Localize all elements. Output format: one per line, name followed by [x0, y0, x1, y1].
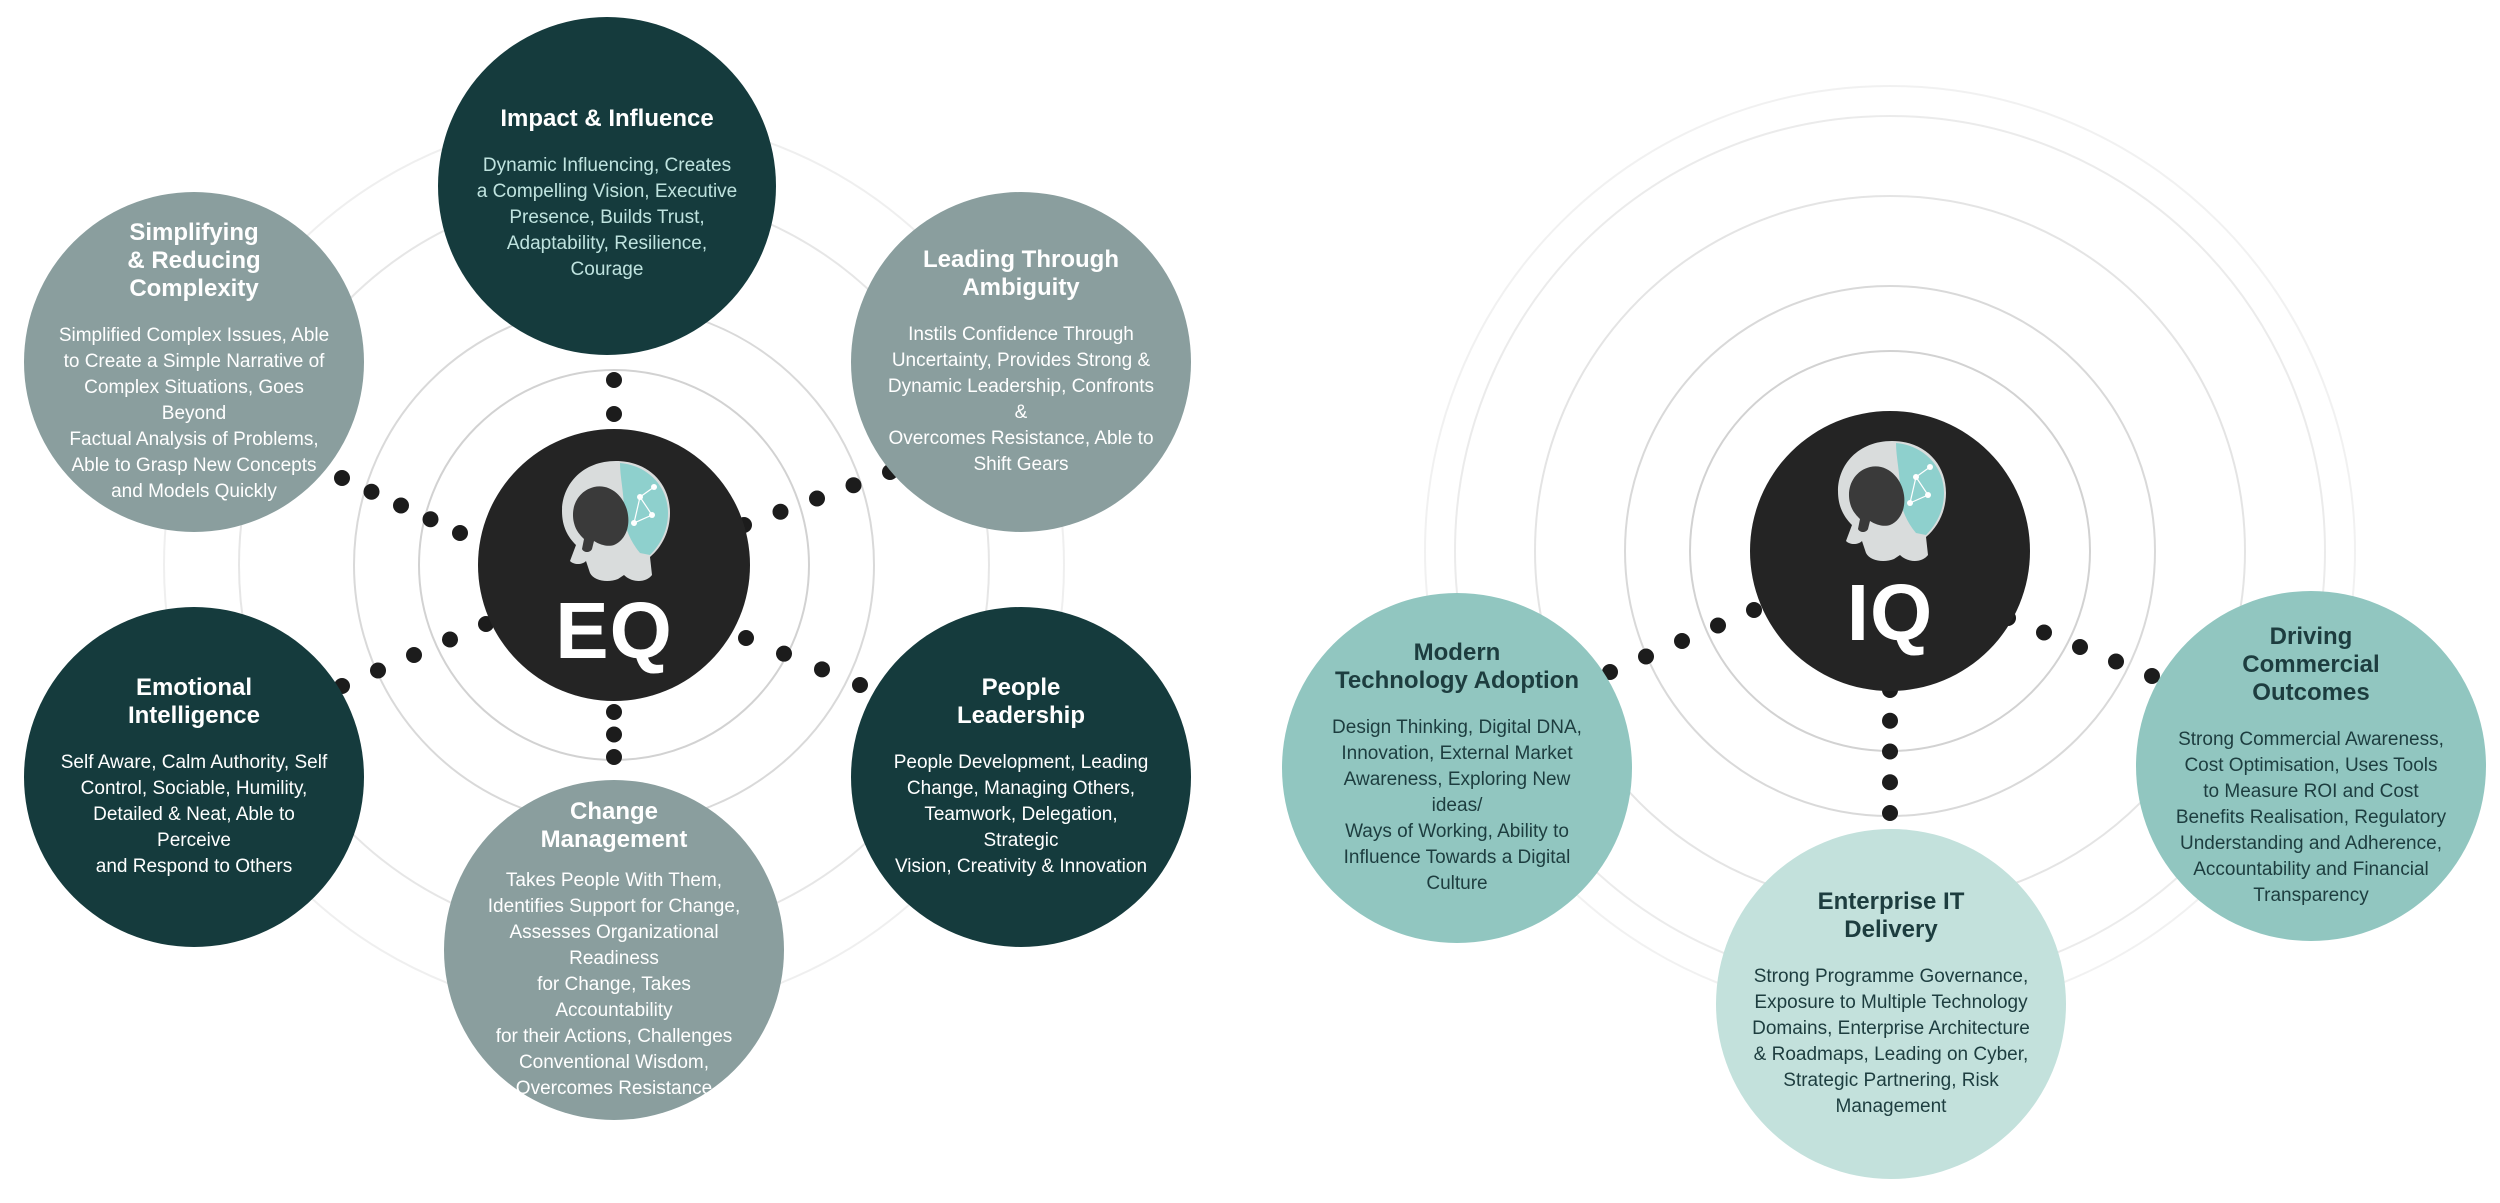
connector-dots	[334, 372, 2160, 821]
eq-node-impact-influence: Impact & Influence Dynamic Influencing, …	[438, 17, 776, 355]
iq-node-enterprise-it: Enterprise IT Delivery Strong Programme …	[1716, 829, 2066, 1179]
connector-dot	[606, 749, 622, 765]
connector-dot	[606, 726, 622, 743]
connector-dot	[852, 677, 868, 693]
node-title: Enterprise IT Delivery	[1817, 888, 1965, 943]
head-silhouette-icon	[1838, 441, 1946, 561]
node-description: Design Thinking, Digital DNA, Innovation…	[1332, 717, 1582, 894]
connector-dot	[1882, 805, 1898, 821]
connector-dot	[452, 525, 468, 541]
node-description: Strong Commercial Awareness, Cost Optimi…	[2175, 729, 2447, 906]
connector-dot	[1710, 617, 1726, 634]
head-silhouette-icon	[562, 461, 670, 581]
connector-dot	[606, 372, 622, 388]
connector-dot	[1882, 774, 1898, 791]
connector-dot	[363, 483, 380, 500]
connector-dot	[393, 497, 409, 514]
iq-hub-label: IQ	[1846, 568, 1934, 657]
node-description: People Development, Leading Change, Mana…	[893, 752, 1149, 877]
eq-hub-label: EQ	[555, 586, 673, 675]
connector-dot	[814, 661, 830, 678]
connector-dot	[1882, 712, 1898, 729]
connector-dot	[2108, 653, 2124, 670]
iq-hub: IQ	[1750, 411, 2030, 691]
node-description: Dynamic Influencing, Creates a Compellin…	[476, 155, 738, 280]
connector-dot	[422, 511, 439, 528]
node-title: Emotional Intelligence	[127, 674, 261, 729]
iq-node-modern-technology: Modern Technology Adoption Design Thinki…	[1282, 593, 1632, 943]
connector-dot	[442, 631, 458, 648]
node-title: Change Management	[540, 798, 688, 853]
connector-dot	[606, 406, 622, 422]
connector-dot	[606, 704, 622, 720]
iq-node-commercial-outcomes: Driving Commercial Outcomes Strong Comme…	[2136, 591, 2486, 941]
node-description: Strong Programme Governance, Exposure to…	[1752, 966, 2030, 1117]
connector-dot	[2036, 624, 2052, 641]
connector-dot	[2072, 639, 2088, 655]
eq-node-simplifying-complexity: Simplifying & Reducing Complexity Simpli…	[24, 192, 364, 532]
connector-dot	[1882, 743, 1898, 760]
connector-dot	[370, 662, 386, 679]
connector-dot	[845, 477, 862, 494]
node-title: Simplifying & Reducing Complexity	[127, 219, 261, 302]
node-description: Takes People With Them, Identifies Suppo…	[487, 870, 741, 1099]
node-title: Impact & Influence	[500, 105, 714, 132]
connector-dot	[406, 647, 422, 663]
eq-hub: EQ	[478, 429, 750, 701]
node-description: Instils Confidence Through Uncertainty, …	[887, 324, 1155, 475]
connector-dot	[776, 645, 792, 662]
node-title: Modern Technology Adoption	[1335, 639, 1579, 694]
eq-node-leading-ambiguity: Leading Through Ambiguity Instils Confid…	[851, 192, 1191, 532]
connector-dot	[2144, 668, 2160, 684]
node-title: Driving Commercial Outcomes	[2242, 623, 2380, 706]
eq-node-emotional-intelligence: Emotional Intelligence Self Aware, Calm …	[24, 607, 364, 947]
connector-dot	[772, 503, 789, 520]
connector-dot	[1674, 633, 1690, 649]
connector-dot	[738, 630, 754, 646]
eq-node-change-management: Change Management Takes People With Them…	[444, 780, 784, 1120]
node-title: Leading Through Ambiguity	[923, 246, 1119, 301]
node-title: People Leadership	[956, 674, 1086, 729]
connector-dot	[1746, 602, 1762, 618]
eq-node-people-leadership: People Leadership People Development, Le…	[851, 607, 1191, 947]
connector-dot	[1638, 648, 1654, 665]
node-description: Self Aware, Calm Authority, Self Control…	[60, 752, 328, 877]
node-description: Simplified Complex Issues, Able to Creat…	[58, 325, 330, 502]
connector-dot	[334, 470, 350, 486]
connector-dot	[809, 490, 825, 507]
